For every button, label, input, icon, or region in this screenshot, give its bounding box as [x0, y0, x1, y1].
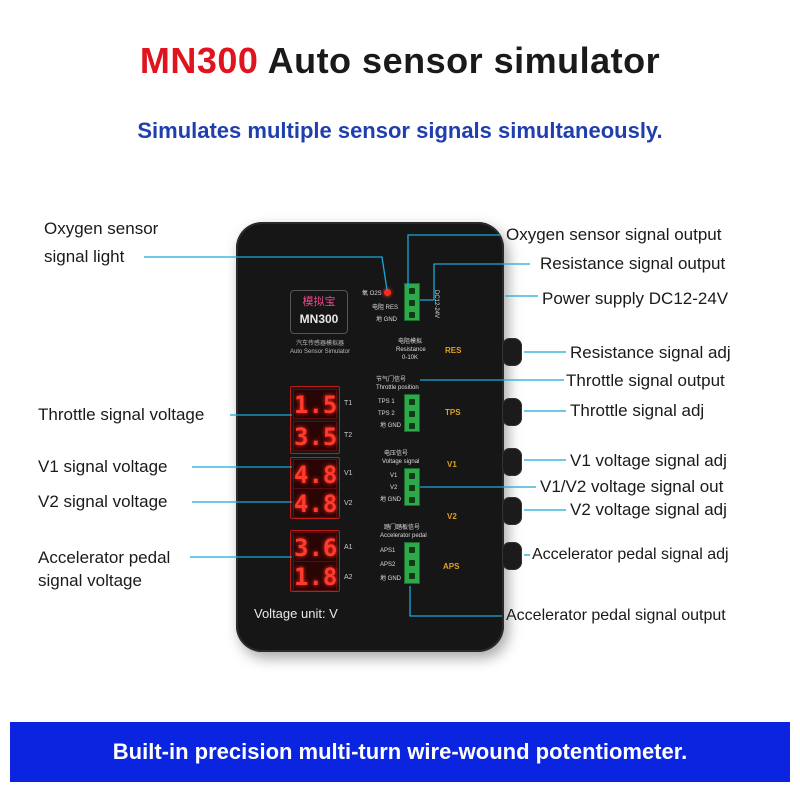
- label-aps-output: Accelerator pedal signal output: [506, 607, 726, 624]
- res-label: 电阻 RES: [372, 305, 399, 311]
- res-cn: 电阻模拟: [398, 339, 423, 345]
- logo-model: MN300: [299, 312, 339, 326]
- tps2-label: TPS 2: [378, 411, 395, 417]
- aps1-label: APS1: [380, 548, 396, 554]
- aps-en: Accelerator pedal: [380, 533, 427, 539]
- v1-channel: V1: [344, 470, 353, 477]
- throttle-display-frame: [290, 386, 340, 454]
- v1-knob: [502, 448, 522, 476]
- res-range: 0-10K: [402, 355, 419, 361]
- t2-channel: T2: [344, 432, 353, 439]
- a1-display: 3.6: [293, 532, 338, 562]
- label-oxygen-light-line1: Oxygen sensor: [44, 219, 159, 238]
- title-brand: MN300: [139, 40, 259, 81]
- res-side-label: RES: [445, 346, 462, 355]
- aps-knob: [502, 542, 522, 570]
- resistance-knob: [502, 338, 522, 366]
- aps-side-label: APS: [443, 562, 460, 571]
- feature-banner: Built-in precision multi-turn wire-wound…: [10, 722, 790, 782]
- vs-en: Voltage signal: [382, 459, 420, 465]
- a2-channel: A2: [344, 574, 353, 581]
- voltage-display-frame: [290, 457, 340, 519]
- v2-knob: [502, 497, 522, 525]
- label-aps-voltage-line1: Accelerator pedal: [38, 548, 171, 567]
- page-title: MN300 Auto sensor simulator: [0, 40, 800, 82]
- title-rest: Auto sensor simulator: [267, 40, 661, 81]
- throttle-knob: [502, 398, 522, 426]
- logo-sub-cn: 汽车传感器模拟器: [295, 341, 344, 347]
- vs-cn: 电压信号: [384, 451, 409, 457]
- label-resistance-output: Resistance signal output: [540, 254, 726, 273]
- label-throttle-voltage: Throttle signal voltage: [38, 405, 205, 424]
- aps-gnd-label: 地 GND: [380, 576, 402, 582]
- v2-channel: V2: [344, 500, 353, 507]
- voltage-terminal-block: [404, 468, 420, 506]
- label-power-supply: Power supply DC12-24V: [542, 289, 729, 308]
- label-throttle-adj: Throttle signal adj: [570, 401, 705, 420]
- label-v1-voltage: V1 signal voltage: [38, 457, 168, 476]
- label-aps-voltage-line2: signal voltage: [38, 571, 142, 590]
- voltage-unit: Voltage unit: V: [254, 606, 338, 621]
- tps1-label: TPS 1: [378, 399, 395, 405]
- t2-display: 3.5: [293, 421, 338, 451]
- label-throttle-output: Throttle signal output: [566, 371, 725, 390]
- v1-side-label: V1: [447, 460, 457, 469]
- v1-pin-label: V1: [390, 473, 398, 479]
- logo-subtitle: 汽车传感器模拟器 Auto Sensor Simulator: [268, 340, 372, 356]
- aps-cn: 踏门踏板信号: [384, 525, 421, 531]
- v2-display: 4.8: [293, 488, 338, 518]
- label-v1v2-out: V1/V2 voltage signal out: [540, 477, 724, 496]
- tps-cn: 节气门信号: [376, 377, 407, 383]
- aps2-label: APS2: [380, 562, 396, 568]
- device-body: [236, 222, 504, 652]
- logo-frame: [290, 290, 348, 334]
- gnd-label: 地 GND: [376, 317, 398, 323]
- aps-terminal-block: [404, 542, 420, 584]
- label-v2-adj: V2 voltage signal adj: [570, 500, 727, 519]
- label-v1-adj: V1 voltage signal adj: [570, 451, 727, 470]
- tps-terminal-block: [404, 394, 420, 432]
- tps-en: Throttle position: [376, 385, 419, 391]
- dc-label: DC12-24V: [433, 290, 439, 319]
- v1-display: 4.8: [293, 459, 338, 489]
- t1-display: 1.5: [293, 389, 338, 419]
- a2-display: 1.8: [293, 561, 338, 591]
- res-en: Resistance: [396, 347, 426, 353]
- logo-cn: 模拟宝: [302, 296, 336, 308]
- label-oxygen-output: Oxygen sensor signal output: [506, 225, 722, 244]
- t1-channel: T1: [344, 400, 353, 407]
- v2-side-label: V2: [447, 512, 457, 521]
- oxygen-light-icon: [384, 289, 391, 296]
- label-resistance-adj: Resistance signal adj: [570, 343, 731, 362]
- top-terminal-block: [404, 283, 420, 321]
- o2-label: 氧 O2S: [362, 291, 382, 297]
- logo-sub-en: Auto Sensor Simulator: [289, 349, 351, 355]
- vs-gnd-label: 地 GND: [380, 497, 402, 503]
- subtitle: Simulates multiple sensor signals simult…: [137, 118, 663, 143]
- a1-channel: A1: [344, 544, 353, 551]
- v2-pin-label: V2: [390, 485, 398, 491]
- aps-display-frame: [290, 530, 340, 592]
- label-oxygen-light-line2: signal light: [44, 247, 125, 266]
- label-aps-adj: Accelerator pedal signal adj: [532, 546, 729, 563]
- label-v2-voltage: V2 signal voltage: [38, 492, 168, 511]
- tps-gnd-label: 地 GND: [380, 423, 402, 429]
- tps-side-label: TPS: [445, 408, 461, 417]
